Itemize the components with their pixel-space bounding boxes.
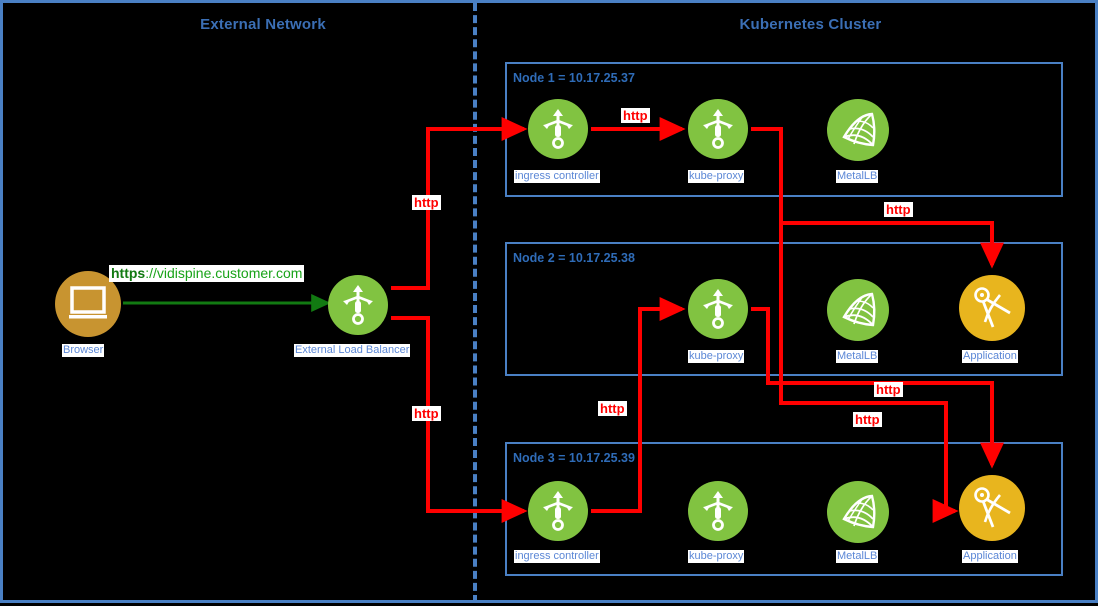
browser-node[interactable]	[55, 271, 121, 337]
http-label-ingress3-to-kubeproxy2: http	[598, 401, 627, 416]
node3-application-label: Application	[962, 550, 1018, 563]
node3-metallb-label: MetalLB	[836, 550, 879, 563]
node1-ingress-controller[interactable]	[528, 99, 588, 159]
node1-metallb-label: MetalLB	[836, 170, 879, 183]
http-label-ingress1-to-kubeproxy1: http	[621, 108, 650, 123]
external-load-balancer-node[interactable]	[328, 275, 388, 335]
http-label-kubeproxy1-to-app3: http	[853, 412, 882, 427]
network-boundary-divider	[473, 3, 477, 603]
url-scheme: https	[111, 265, 146, 281]
node3-kube-proxy[interactable]	[688, 481, 748, 541]
mesh-net-icon	[842, 494, 876, 529]
node-3-title: Node 3 = 10.17.25.39	[513, 451, 635, 465]
node2-metallb[interactable]	[827, 279, 889, 341]
http-label-lb-to-node3: http	[412, 406, 441, 421]
proxy-trident-icon	[703, 491, 733, 531]
http-label-lb-to-node1: http	[412, 195, 441, 210]
url-host: ://vidispine.customer.com	[145, 265, 303, 281]
node3-ingress-controller-label: ingress controller	[514, 550, 600, 563]
node2-kube-proxy[interactable]	[688, 279, 748, 339]
node1-metallb[interactable]	[827, 99, 889, 161]
https-url-label: https://vidispine.customer.com	[109, 265, 305, 282]
mesh-net-icon	[842, 292, 876, 327]
node3-kube-proxy-label: kube-proxy	[688, 550, 745, 563]
node-1-title: Node 1 = 10.17.25.37	[513, 71, 635, 85]
node-2-title: Node 2 = 10.17.25.38	[513, 251, 635, 265]
proxy-trident-icon	[543, 491, 573, 531]
compass-icon	[974, 287, 1011, 328]
node1-kube-proxy[interactable]	[688, 99, 748, 159]
node2-application-label: Application	[962, 350, 1018, 363]
zone-title-kubernetes-cluster: Kubernetes Cluster	[739, 16, 882, 33]
monitor-icon	[69, 286, 107, 319]
browser-label: Browser	[62, 344, 105, 357]
node1-kube-proxy-label: kube-proxy	[688, 170, 745, 183]
external-load-balancer-label: External Load Balancer	[294, 344, 411, 357]
proxy-trident-icon	[703, 289, 733, 329]
http-label-kubeproxy2-to-app3: http	[874, 382, 903, 397]
proxy-trident-icon	[703, 109, 733, 149]
compass-icon	[974, 487, 1011, 528]
http-label-kubeproxy1-to-app2: http	[884, 202, 913, 217]
node3-application[interactable]	[959, 475, 1025, 541]
proxy-trident-icon	[343, 285, 373, 325]
node2-metallb-label: MetalLB	[836, 350, 879, 363]
mesh-net-icon	[842, 112, 876, 147]
node3-ingress-controller[interactable]	[528, 481, 588, 541]
proxy-trident-icon	[543, 109, 573, 149]
node1-ingress-controller-label: ingress controller	[514, 170, 600, 183]
node3-metallb[interactable]	[827, 481, 889, 543]
zone-title-external-network: External Network	[200, 16, 326, 33]
node2-kube-proxy-label: kube-proxy	[688, 350, 745, 363]
node2-application[interactable]	[959, 275, 1025, 341]
